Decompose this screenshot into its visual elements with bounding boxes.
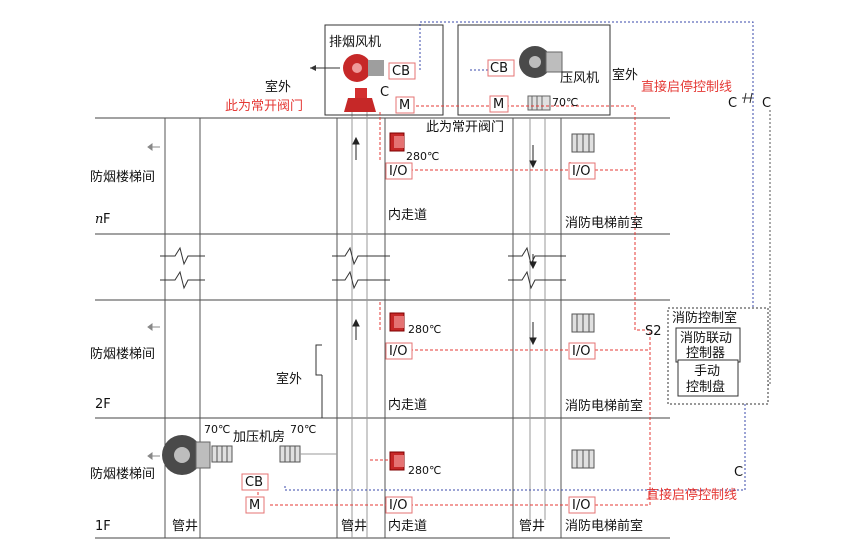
outdoor-top-label: 室外 xyxy=(265,79,291,95)
lobby-nf-label: 消防电梯前室 xyxy=(565,215,643,231)
shaft-1-label: 管井 xyxy=(172,519,198,534)
io-n-right-label: I/O xyxy=(572,164,590,179)
shaft-3-label: 管井 xyxy=(519,519,545,534)
flow-arrows xyxy=(352,136,537,346)
io-n-mid-label: I/O xyxy=(389,164,407,179)
manual-panel-line1: 手动 xyxy=(694,364,720,379)
direct-line-top-label: 直接启停控制线 xyxy=(641,79,732,95)
floor-n-prefix: n xyxy=(95,212,103,227)
cb-right-label: CB xyxy=(490,61,508,76)
normally-open-valve-top-label: 此为常开阀门 xyxy=(225,99,303,114)
control-room xyxy=(667,307,769,405)
lobby-damper-1f-icon xyxy=(571,449,595,469)
cb-bottom-label: CB xyxy=(245,475,263,490)
io-2-right-label: I/O xyxy=(572,344,590,359)
pressure-damper-top-icon xyxy=(527,95,551,111)
floor-n-suffix: F xyxy=(103,212,110,227)
lobby-damper-2f-icon xyxy=(571,313,595,333)
exhaust-valve-top-icon xyxy=(344,88,376,112)
exhaust-fan-room xyxy=(324,24,444,116)
outdoor-right-label: 室外 xyxy=(612,67,638,83)
io-1-mid-label: I/O xyxy=(389,498,407,513)
control-room-label: 消防控制室 xyxy=(672,310,737,326)
stair-arrows xyxy=(147,143,160,460)
lobby-1f-label: 消防电梯前室 xyxy=(565,518,643,534)
lobby-2f-label: 消防电梯前室 xyxy=(565,398,643,414)
m-top-label: M xyxy=(399,98,410,113)
c-right-b-label: C xyxy=(762,96,771,111)
outdoor-2f-label: 室外 xyxy=(276,371,302,387)
m-bottom-label: M xyxy=(249,498,260,513)
walls xyxy=(164,110,562,538)
corridor-nf-label: 内走道 xyxy=(388,207,427,223)
cb-top-label: CB xyxy=(392,64,410,79)
floor-1-label: 1F xyxy=(95,519,111,534)
linkage-ctrl-line1: 消防联动 xyxy=(680,330,732,346)
pressure-fan-room xyxy=(457,24,611,116)
io-2-mid-label: I/O xyxy=(389,344,407,359)
temp-280-n-label: 280℃ xyxy=(406,150,439,163)
manual-panel-line2: 控制盘 xyxy=(686,379,725,395)
temp-70-a-label: 70℃ xyxy=(204,423,230,436)
linkage-ctrl-line2: 控制器 xyxy=(686,346,725,361)
break-marks xyxy=(160,246,566,290)
io-1-right-label: I/O xyxy=(572,498,590,513)
normally-open-valve-mid-label: 此为常开阀门 xyxy=(426,120,504,135)
stair-nf-label: 防烟楼梯间 xyxy=(90,169,155,185)
pressure-room-label: 加压机房 xyxy=(233,429,285,445)
pressure-fan-icon xyxy=(519,46,563,78)
temp-280-1-label: 280℃ xyxy=(408,464,441,477)
shaft-2-label: 管井 xyxy=(341,519,367,534)
c-bottom-label: C xyxy=(734,465,743,480)
corridor-2f-label: 内走道 xyxy=(388,397,427,413)
small-boxes xyxy=(241,59,596,514)
floor-2-label: 2F xyxy=(95,397,111,412)
corridor-1f-label: 内走道 xyxy=(388,518,427,534)
m-right-label: M xyxy=(493,97,504,112)
direct-line-bottom-label: 直接启停控制线 xyxy=(646,487,737,503)
exhaust-fan-label: 排烟风机 xyxy=(329,35,381,50)
pressure-fan-label: 压风机 xyxy=(560,71,599,86)
fire-valve-1f-icon xyxy=(389,451,405,471)
floor-lines xyxy=(95,117,670,539)
stair-pressure-fan-icon xyxy=(162,435,211,475)
c-top-label: C xyxy=(380,85,389,100)
lobby-damper-nf-icon xyxy=(571,133,595,153)
temp-70-right-top-label: 70℃ xyxy=(552,96,578,109)
red-control-lines xyxy=(257,105,651,506)
pressure-room-damper-a-icon xyxy=(211,445,233,463)
s2-label: S2 xyxy=(645,324,662,339)
stair-1f-label: 防烟楼梯间 xyxy=(90,466,155,482)
temp-70-b-label: 70℃ xyxy=(290,423,316,436)
fire-valve-2f-icon xyxy=(389,312,405,332)
pressure-room-damper-b-icon xyxy=(279,445,301,463)
exhaust-fan-icon xyxy=(343,54,384,82)
c-right-a-label: C xyxy=(728,96,737,111)
temp-280-2-label: 280℃ xyxy=(408,323,441,336)
fire-valve-nf-icon xyxy=(389,132,405,152)
stair-2f-label: 防烟楼梯间 xyxy=(90,346,155,362)
